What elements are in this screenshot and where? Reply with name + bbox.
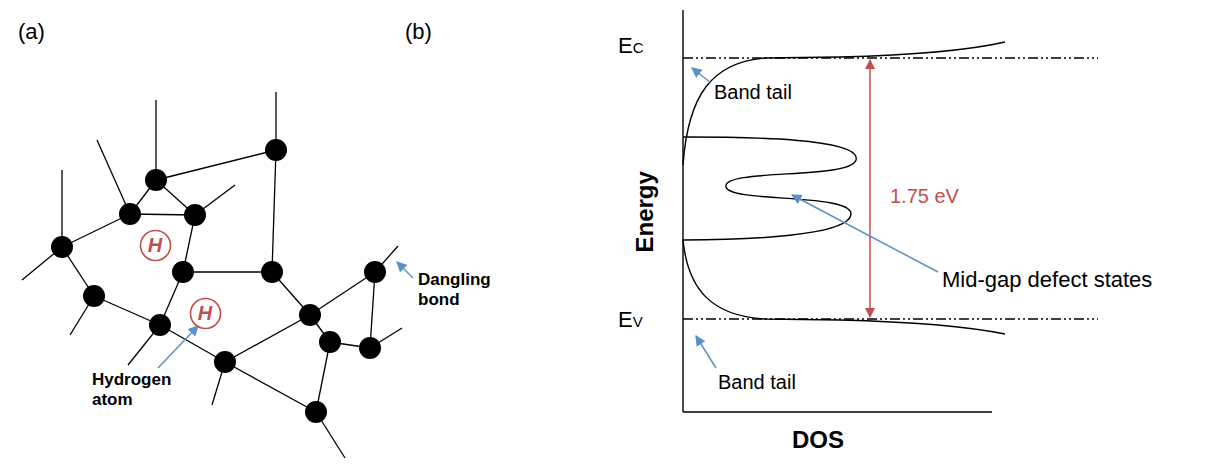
energy-axis	[682, 10, 683, 412]
silicon-atom	[51, 236, 73, 258]
energy-level: EV	[618, 307, 643, 332]
callout-label: Dangling bond	[418, 270, 488, 309]
valence-edge	[683, 318, 1098, 319]
leader-arrow	[158, 326, 198, 368]
silicon-atom	[299, 304, 321, 326]
panel-label: (a)	[18, 19, 45, 44]
bond-line	[370, 272, 375, 348]
leader-arrow	[397, 262, 413, 278]
silicon-atom	[265, 139, 287, 161]
atom-symbol: H	[139, 229, 172, 262]
conduction-band-tail	[683, 42, 1005, 165]
silicon-atom	[145, 169, 167, 191]
bond-line	[272, 150, 276, 272]
silicon-atom	[305, 401, 327, 423]
bond-line	[310, 272, 375, 315]
gap-value: 1.75 eV	[890, 185, 959, 208]
bond-line	[62, 214, 130, 247]
silicon-atom	[172, 261, 194, 283]
silicon-atom	[364, 261, 386, 283]
bond-line	[225, 362, 316, 412]
silicon-atom	[184, 204, 206, 226]
silicon-atom	[214, 351, 236, 373]
bond-line	[61, 170, 62, 247]
silicon-atom	[83, 285, 105, 307]
hydrogen-atom: H	[189, 297, 222, 330]
silicon-atom	[319, 331, 341, 353]
panel-label: (b)	[405, 19, 432, 44]
callout-label: Band tail	[714, 81, 792, 104]
defect-states	[683, 137, 856, 240]
hydrogen-atom: H	[139, 229, 172, 262]
silicon-atom	[261, 261, 283, 283]
bond-line	[97, 140, 130, 214]
atom-symbol: H	[189, 297, 222, 330]
silicon-atom	[359, 337, 381, 359]
silicon-network	[22, 92, 402, 458]
gap-arrow	[869, 60, 871, 317]
silicon-atom	[149, 314, 171, 336]
callout-label: Hydrogen atom	[92, 370, 172, 409]
conduction-edge	[683, 57, 1098, 58]
dos-plot	[683, 10, 1098, 412]
bond-line	[225, 315, 310, 362]
dos-axis	[683, 411, 992, 412]
axis-label: DOS	[792, 426, 844, 454]
bond-line	[156, 150, 276, 180]
leader-arrow	[692, 68, 711, 83]
callout-label: Mid-gap defect states	[942, 267, 1152, 292]
axis-label: Energy	[631, 171, 659, 252]
bond-line	[183, 271, 272, 272]
silicon-atom	[119, 203, 141, 225]
leader-arrow	[792, 195, 938, 272]
energy-level: EC	[618, 33, 644, 58]
bond-line	[155, 100, 156, 180]
callout-label: Band tail	[718, 371, 796, 394]
leader-arrow	[696, 336, 716, 368]
